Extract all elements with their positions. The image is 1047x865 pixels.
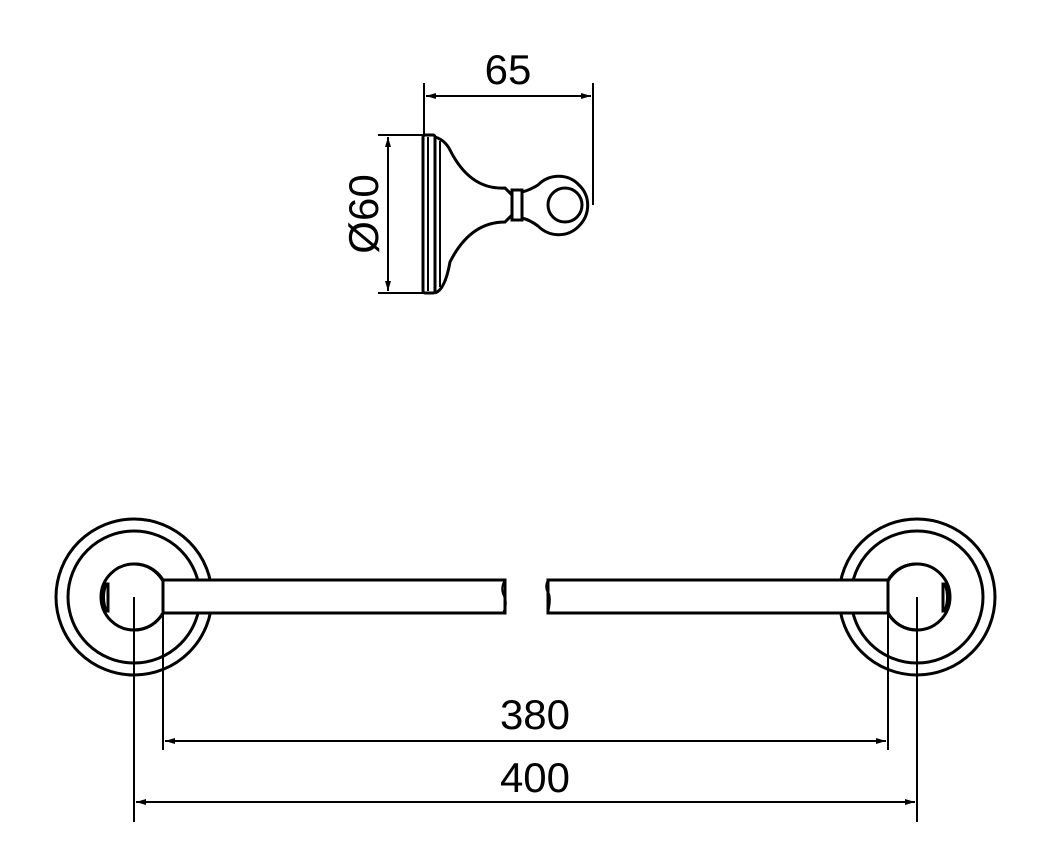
diameter-dimension-label: Ø60 [340,174,387,253]
overall-length-dimension: 400 [133,597,918,822]
front-view: 380 400 [54,517,997,822]
width-dimension-label: 65 [485,46,532,93]
width-dimension: 65 [423,46,594,205]
bracket-side-profile [421,133,589,295]
side-view: 65 Ø60 [340,46,594,295]
inner-length-label: 380 [500,691,570,738]
diameter-dimension: Ø60 [340,134,423,294]
inner-length-dimension: 380 [162,613,889,750]
towel-bar [133,562,918,632]
mounting-ring [546,186,584,224]
overall-length-label: 400 [500,754,570,801]
